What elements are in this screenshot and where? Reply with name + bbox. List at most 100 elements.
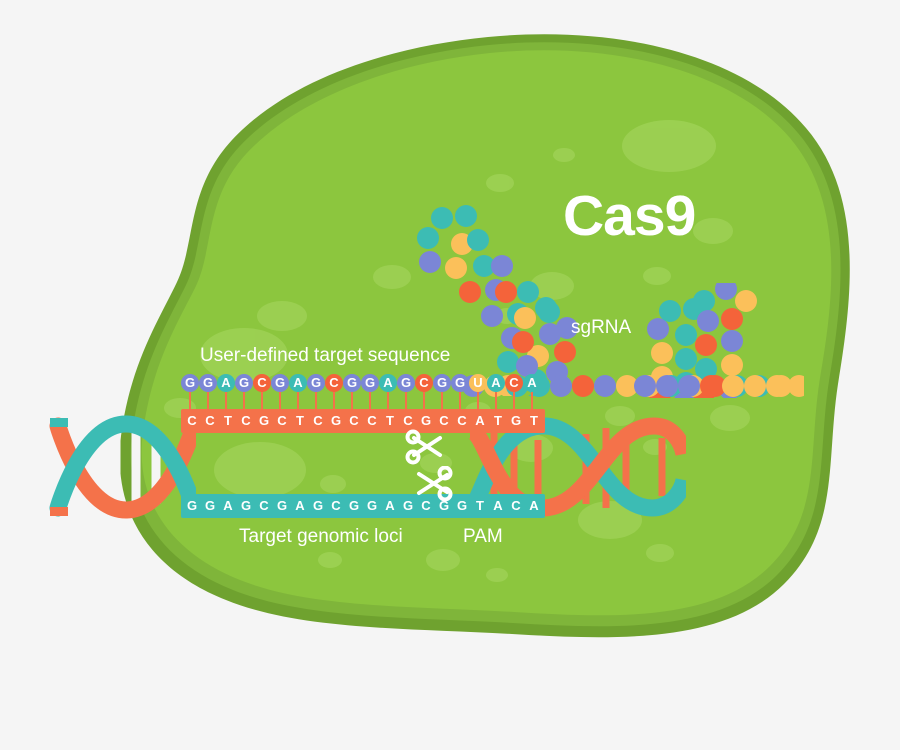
base-disc bbox=[469, 374, 487, 392]
sgrna-label: sgRNA bbox=[571, 317, 632, 338]
base-disc bbox=[487, 374, 505, 392]
base-pair-tick bbox=[433, 392, 451, 410]
genomic-base: A bbox=[529, 498, 539, 513]
complement-base: C bbox=[241, 413, 251, 428]
complement-base: T bbox=[224, 413, 232, 428]
guide-base: A bbox=[523, 374, 541, 394]
genomic-base: G bbox=[348, 498, 360, 513]
base-disc bbox=[235, 374, 253, 392]
base-pair-tick bbox=[415, 392, 433, 410]
complement-base: T bbox=[386, 413, 394, 428]
complement-base: G bbox=[510, 413, 522, 428]
base-disc bbox=[433, 374, 451, 392]
base-letter: G bbox=[202, 375, 214, 390]
guide-base: C bbox=[415, 374, 433, 394]
base-disc bbox=[415, 374, 433, 392]
guide-base: A bbox=[487, 374, 505, 394]
complement-base: C bbox=[349, 413, 359, 428]
helix-strand-orange-left bbox=[49, 417, 196, 519]
base-letter: G bbox=[184, 375, 196, 390]
base-pair-tick bbox=[523, 392, 541, 410]
base-letter: A bbox=[383, 375, 393, 390]
base-letter: C bbox=[419, 375, 429, 390]
base-pair-tick bbox=[181, 392, 199, 410]
base-pair-tick bbox=[487, 392, 505, 410]
base-pair-tick bbox=[235, 392, 253, 410]
base-pair-tick bbox=[343, 392, 361, 410]
guide-base: C bbox=[505, 374, 523, 394]
guide-base: A bbox=[379, 374, 397, 394]
base-pair-tick bbox=[469, 392, 487, 410]
genomic-base: G bbox=[276, 498, 288, 513]
complement-base: G bbox=[330, 413, 342, 428]
complement-base: C bbox=[367, 413, 377, 428]
genomic-base: A bbox=[385, 498, 395, 513]
base-disc bbox=[343, 374, 361, 392]
complement-base: C bbox=[205, 413, 215, 428]
base-pair-connectors bbox=[181, 392, 541, 410]
genomic-base: G bbox=[438, 498, 450, 513]
base-disc bbox=[307, 374, 325, 392]
target-genomic-loci-label: Target genomic loci bbox=[239, 526, 403, 547]
base-letter: C bbox=[257, 375, 267, 390]
dna-helix-right bbox=[466, 417, 686, 517]
base-letter: A bbox=[293, 375, 303, 390]
genomic-base: C bbox=[421, 498, 431, 513]
complement-base: C bbox=[403, 413, 413, 428]
base-disc bbox=[199, 374, 217, 392]
base-letter: G bbox=[436, 375, 448, 390]
guide-base: G bbox=[271, 374, 289, 394]
base-disc bbox=[505, 374, 523, 392]
base-disc bbox=[271, 374, 289, 392]
dna-helix-left bbox=[49, 415, 196, 519]
base-pair-tick bbox=[307, 392, 325, 410]
base-pair-tick bbox=[289, 392, 307, 410]
guide-base: G bbox=[433, 374, 451, 394]
complement-base: T bbox=[530, 413, 538, 428]
guide-base: A bbox=[289, 374, 307, 394]
base-disc bbox=[451, 374, 469, 392]
genomic-base: G bbox=[204, 498, 216, 513]
genomic-base: G bbox=[402, 498, 414, 513]
complement-base: T bbox=[296, 413, 304, 428]
base-disc bbox=[181, 374, 199, 392]
guide-base: G bbox=[307, 374, 325, 394]
base-pair-tick bbox=[379, 392, 397, 410]
base-disc bbox=[253, 374, 271, 392]
base-letter: G bbox=[400, 375, 412, 390]
sgrna-hairpin-mid bbox=[512, 301, 578, 383]
base-pair-tick bbox=[271, 392, 289, 410]
genomic-base: G bbox=[186, 498, 198, 513]
complement-base: C bbox=[457, 413, 467, 428]
guide-base: A bbox=[217, 374, 235, 394]
base-disc bbox=[217, 374, 235, 392]
hairpin-right-a bbox=[647, 298, 705, 398]
base-letter: G bbox=[454, 375, 466, 390]
genomic-base: G bbox=[312, 498, 324, 513]
genomic-base: G bbox=[240, 498, 252, 513]
pam-label: PAM bbox=[463, 526, 503, 547]
genomic-base: C bbox=[259, 498, 269, 513]
genomic-base: G bbox=[366, 498, 378, 513]
base-letter: C bbox=[509, 375, 519, 390]
base-disc bbox=[523, 374, 541, 392]
guide-base: C bbox=[325, 374, 343, 394]
complement-base: C bbox=[277, 413, 287, 428]
scissors-icon bbox=[417, 466, 453, 502]
complement-base: A bbox=[475, 413, 485, 428]
base-pair-tick bbox=[451, 392, 469, 410]
guide-base: G bbox=[451, 374, 469, 394]
base-disc bbox=[397, 374, 415, 392]
base-letter: A bbox=[491, 375, 501, 390]
base-letter: A bbox=[221, 375, 231, 390]
base-disc bbox=[361, 374, 379, 392]
user-defined-target-label: User-defined target sequence bbox=[200, 345, 451, 366]
base-pair-tick bbox=[325, 392, 343, 410]
guide-base: G bbox=[199, 374, 217, 394]
guide-base: C bbox=[253, 374, 271, 394]
helix-strand-teal-left bbox=[49, 415, 196, 517]
guide-base: G bbox=[181, 374, 199, 394]
base-pair-tick bbox=[199, 392, 217, 410]
